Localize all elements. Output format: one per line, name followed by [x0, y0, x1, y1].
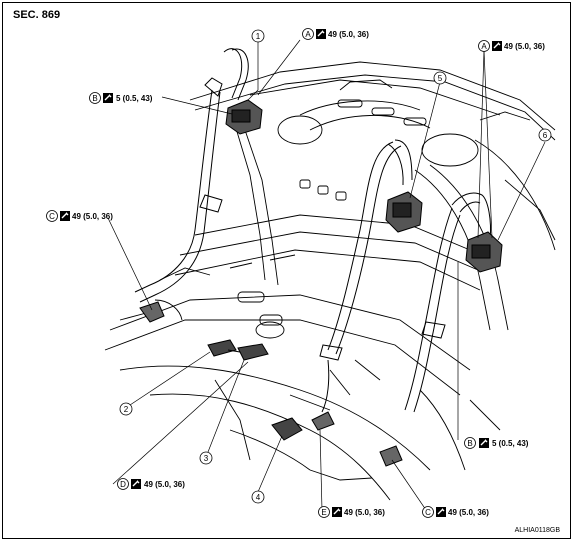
- part-callouts: 1 5 6 2 3 4: [119, 29, 552, 504]
- part-callout-2: 2: [119, 402, 133, 416]
- torque-callouts: A 49 (5.0, 36) B 5 (0.5, 43) C 49 (5.0, …: [46, 28, 545, 518]
- torque-wrench-icon: [332, 507, 342, 517]
- torque-callout-c-right: C 49 (5.0, 36): [422, 506, 489, 518]
- section-title: SEC. 869: [13, 9, 61, 21]
- torque-wrench-icon: [479, 438, 489, 448]
- torque-callout-e: E 49 (5.0, 36): [318, 506, 385, 518]
- buckle-2: [207, 339, 237, 357]
- svg-text:A: A: [305, 30, 311, 39]
- svg-text:A: A: [481, 42, 487, 51]
- torque-wrench-icon: [436, 507, 446, 517]
- torque-callout-a-top: A 49 (5.0, 36): [302, 28, 369, 40]
- part-callout-6: 6: [538, 128, 552, 142]
- anchor-left: [139, 301, 165, 323]
- diagram-frame: SEC. 869 ALHIA0118GB: [2, 2, 571, 539]
- part-callout-4: 4: [251, 490, 265, 504]
- svg-text:B: B: [467, 439, 472, 448]
- part-callout-5: 5: [433, 71, 447, 85]
- svg-text:5 (0.5, 43): 5 (0.5, 43): [492, 439, 529, 448]
- svg-text:6: 6: [543, 131, 548, 140]
- svg-text:49 (5.0, 36): 49 (5.0, 36): [72, 212, 113, 221]
- image-code: ALHIA0118GB: [514, 527, 560, 534]
- torque-wrench-icon: [316, 29, 326, 39]
- svg-text:5: 5: [438, 74, 443, 83]
- svg-text:D: D: [120, 480, 126, 489]
- svg-text:E: E: [321, 508, 326, 517]
- seat-belt-webbing: [134, 48, 491, 413]
- svg-text:49 (5.0, 36): 49 (5.0, 36): [344, 508, 385, 517]
- torque-callout-c-left: C 49 (5.0, 36): [46, 210, 113, 222]
- torque-callout-d: D 49 (5.0, 36): [117, 478, 185, 490]
- part-callout-1: 1: [251, 29, 265, 43]
- svg-text:1: 1: [256, 32, 261, 41]
- seat-belt-hardware: [139, 99, 503, 467]
- svg-text:C: C: [425, 508, 431, 517]
- torque-callout-a-right: A 49 (5.0, 36): [478, 40, 545, 52]
- svg-text:49 (5.0, 36): 49 (5.0, 36): [328, 30, 369, 39]
- svg-text:49 (5.0, 36): 49 (5.0, 36): [504, 42, 545, 51]
- svg-text:5 (0.5, 43): 5 (0.5, 43): [116, 94, 153, 103]
- torque-wrench-icon: [492, 41, 502, 51]
- torque-wrench-icon: [103, 93, 113, 103]
- anchor-c-right: [379, 445, 403, 467]
- svg-text:3: 3: [204, 454, 209, 463]
- svg-text:49 (5.0, 36): 49 (5.0, 36): [144, 480, 185, 489]
- buckle-4: [271, 417, 303, 441]
- buckle-3: [237, 343, 269, 361]
- leader-lines: [107, 39, 546, 511]
- svg-text:49 (5.0, 36): 49 (5.0, 36): [448, 508, 489, 517]
- torque-callout-b-left: B 5 (0.5, 43): [89, 92, 153, 104]
- anchor-e: [311, 411, 335, 431]
- part-callout-3: 3: [199, 451, 213, 465]
- svg-text:B: B: [92, 94, 97, 103]
- svg-text:4: 4: [256, 493, 261, 502]
- body-floor-panel: [104, 61, 556, 501]
- torque-callout-b-right: B 5 (0.5, 43): [464, 437, 529, 449]
- svg-text:2: 2: [124, 405, 129, 414]
- torque-wrench-icon: [60, 211, 70, 221]
- svg-text:C: C: [49, 212, 55, 221]
- torque-wrench-icon: [131, 479, 141, 489]
